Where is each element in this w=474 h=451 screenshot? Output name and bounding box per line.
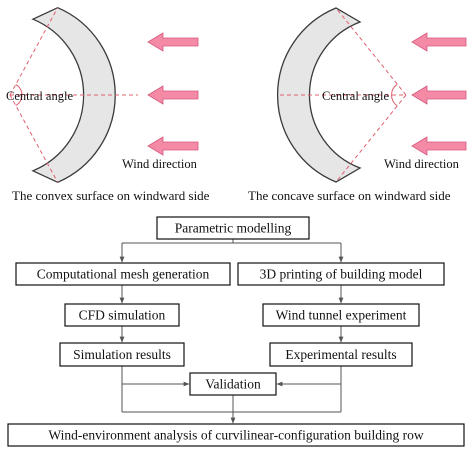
box-validation: Validation — [189, 372, 277, 396]
concave-wind-direction-label: Wind direction — [384, 157, 460, 171]
convex-wind-arrows — [147, 32, 199, 156]
concave-caption: The concave surface on windward side — [248, 188, 451, 203]
box-parametric-modelling: Parametric modelling — [156, 216, 310, 240]
wind-arrow-icon — [411, 136, 467, 156]
box-mesh-generation: Computational mesh generation — [15, 262, 231, 286]
box-label: Wind tunnel experiment — [276, 308, 407, 323]
concave-wind-arrows — [411, 32, 467, 156]
convex-dashed-guides — [9, 7, 138, 183]
box-3d-printing: 3D printing of building model — [237, 262, 445, 286]
concave-angle-marker — [391, 83, 398, 107]
box-cfd-simulation: CFD simulation — [64, 303, 180, 327]
box-label: CFD simulation — [79, 308, 166, 323]
box-label: Wind-environment analysis of curvilinear… — [48, 428, 423, 443]
box-label: Experimental results — [285, 347, 396, 362]
box-simulation-results: Simulation results — [59, 342, 185, 367]
wind-arrow-icon — [411, 85, 467, 105]
box-label: 3D printing of building model — [260, 267, 423, 282]
wind-arrow-icon — [147, 32, 199, 52]
convex-caption: The convex surface on windward side — [12, 188, 210, 203]
convex-central-angle-label: Central angle — [6, 89, 73, 103]
wind-arrow-icon — [147, 136, 199, 156]
box-label: Validation — [205, 377, 261, 392]
wind-arrow-icon — [147, 85, 199, 105]
box-label: Simulation results — [73, 347, 171, 362]
convex-angle-marker — [15, 84, 23, 106]
concave-dashed-guides — [280, 7, 407, 183]
convex-panel: Central angle Wind direction The convex … — [6, 6, 210, 203]
flowchart: Parametric modelling Computational mesh … — [7, 216, 465, 447]
box-wind-environment-analysis: Wind-environment analysis of curvilinear… — [7, 423, 465, 447]
concave-panel: Central angle Wind direction The concave… — [248, 7, 467, 203]
convex-wind-direction-label: Wind direction — [122, 157, 198, 171]
flow-connectors — [119, 239, 344, 424]
box-label: Computational mesh generation — [37, 267, 210, 282]
box-label: Parametric modelling — [175, 221, 292, 236]
concave-central-angle-label: Central angle — [322, 89, 389, 103]
box-wind-tunnel-experiment: Wind tunnel experiment — [262, 303, 420, 327]
wind-arrow-icon — [411, 32, 467, 52]
concave-arc-building — [276, 7, 362, 183]
box-experimental-results: Experimental results — [269, 342, 413, 367]
